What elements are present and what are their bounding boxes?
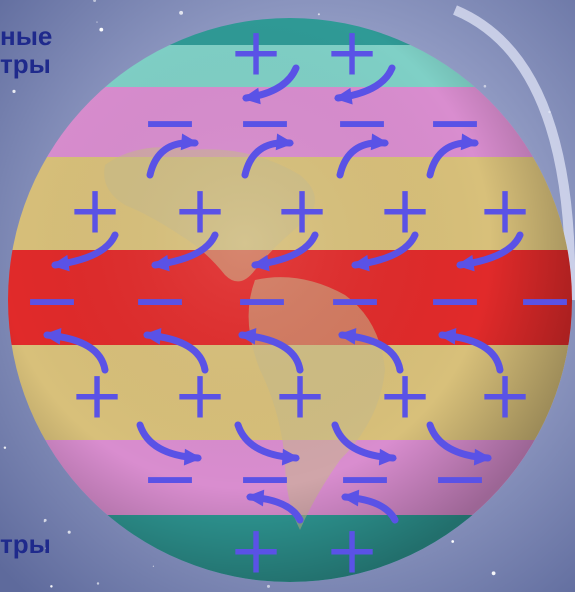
minus-sign: − [236,437,295,519]
plus-sign: + [274,172,329,249]
caption-top-line2: тры [0,49,51,79]
plus-sign: + [228,512,283,589]
star [99,28,103,32]
plus-sign: + [324,512,379,589]
plus-sign: + [477,357,532,434]
plus-sign: + [69,357,124,434]
plus-sign: + [377,172,432,249]
minus-sign: − [141,81,200,163]
minus-sign: − [326,259,385,341]
minus-sign: − [131,259,190,341]
star [4,446,6,448]
star [97,582,99,584]
star [50,585,52,587]
plus-sign: + [272,357,327,434]
plus-sign: + [172,357,227,434]
minus-sign: − [333,81,392,163]
plus-sign: + [172,172,227,249]
star [318,13,320,15]
minus-sign: − [236,81,295,163]
minus-sign: − [141,437,200,519]
minus-sign: − [426,81,485,163]
star [451,540,454,543]
star [12,90,15,93]
caption-top-line1: ные [0,21,52,51]
minus-sign: − [431,437,490,519]
minus-sign: − [336,437,395,519]
caption-bottom: тры [0,530,51,558]
plus-sign: + [477,172,532,249]
star [492,571,496,575]
plus-sign: + [228,14,283,91]
plus-sign: + [377,357,432,434]
minus-sign: − [233,259,292,341]
caption-top: ные тры [0,22,52,78]
minus-sign: − [516,259,575,341]
minus-sign: − [23,259,82,341]
star [96,21,97,22]
star [44,521,45,522]
plus-sign: + [324,14,379,91]
star [68,531,71,534]
minus-sign: − [426,259,485,341]
plus-sign: + [67,172,122,249]
star [179,11,183,15]
star [153,566,154,567]
